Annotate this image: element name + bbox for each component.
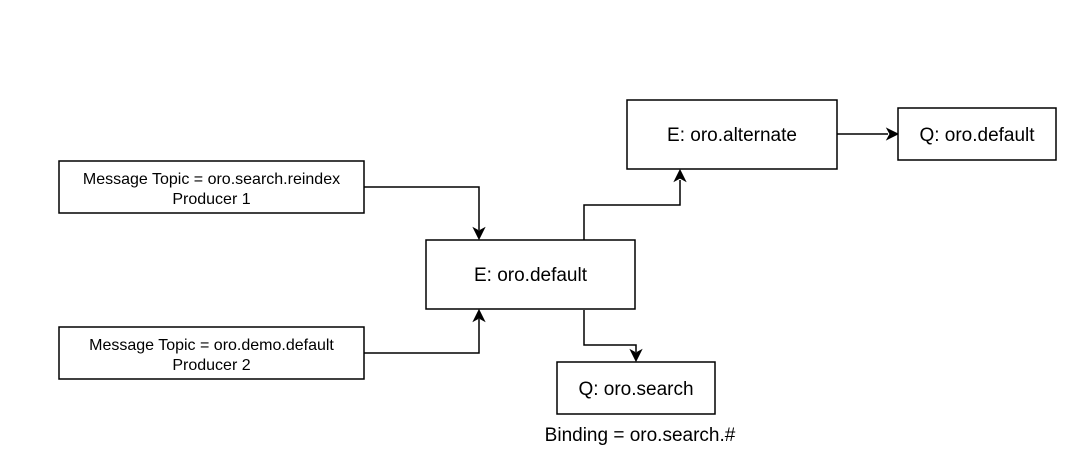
exchange-default-box bbox=[425, 239, 636, 310]
producer-1-box bbox=[58, 160, 365, 214]
exchange-alternate-box bbox=[626, 99, 838, 170]
producer-1-name: Producer 1 bbox=[172, 191, 250, 208]
producer-2-node[interactable]: Message Topic = oro.demo.default Produce… bbox=[58, 326, 365, 380]
queue-search-label: Q: oro.search bbox=[578, 379, 693, 400]
producer-1-topic: Message Topic = oro.search.reindex bbox=[83, 171, 340, 188]
producer-1-node[interactable]: Message Topic = oro.search.reindex Produ… bbox=[58, 160, 365, 214]
edge-exchange-default-to-queue-search bbox=[583, 310, 637, 352]
arrowhead-producer1-to-exchange-default bbox=[472, 226, 486, 241]
queue-default-label: Q: oro.default bbox=[919, 125, 1035, 146]
exchange-default-label: E: oro.default bbox=[474, 265, 588, 286]
queue-default-box bbox=[897, 107, 1057, 161]
exchange-default-node[interactable]: E: oro.default bbox=[425, 239, 636, 310]
queue-search-node[interactable]: Q: oro.search bbox=[556, 361, 716, 415]
exchange-alternate-label: E: oro.alternate bbox=[667, 125, 797, 146]
arrowhead-producer2-to-exchange-default bbox=[472, 308, 486, 323]
producer-2-box bbox=[58, 326, 365, 380]
producer-2-name: Producer 2 bbox=[172, 357, 250, 374]
producer-2-topic: Message Topic = oro.demo.default bbox=[89, 337, 334, 354]
queue-search-box bbox=[556, 361, 716, 415]
edge-exchange-default-to-exchange-alternate bbox=[583, 180, 681, 240]
binding-label: Binding = oro.search.# bbox=[545, 425, 736, 446]
arrowhead-exchange-default-to-exchange-alternate bbox=[673, 168, 687, 183]
queue-default-node[interactable]: Q: oro.default bbox=[897, 107, 1057, 161]
edge-producer2-to-exchange-default bbox=[364, 319, 480, 354]
edge-producer1-to-exchange-default bbox=[364, 186, 480, 230]
exchange-alternate-node[interactable]: E: oro.alternate bbox=[626, 99, 838, 170]
arrowhead-exchange-default-to-queue-search bbox=[629, 348, 643, 363]
arrowhead-exchange-alternate-to-queue-default bbox=[885, 127, 900, 141]
